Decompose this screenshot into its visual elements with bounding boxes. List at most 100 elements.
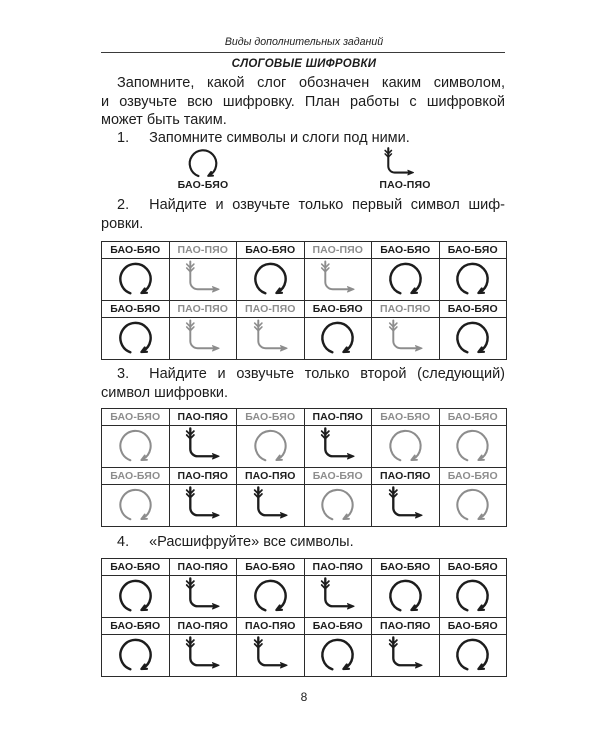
text-line: 2. Найдите и озвучьте только первый симво…: [101, 196, 505, 215]
circle-arrow-icon: [321, 321, 355, 354]
elbow-arrow-cell: [371, 634, 440, 677]
syllable-label-cell: ПАО-ПЯО: [236, 467, 305, 485]
circle-arrow-icon: [388, 579, 422, 612]
elbow-arrow-icon: [185, 577, 221, 611]
circle-arrow-icon: [388, 429, 422, 462]
syllable-label-cell: БАО-БЯО: [371, 408, 440, 426]
syllable-label-cell: БАО-БЯО: [438, 558, 507, 576]
circle-arrow-cell: [101, 425, 170, 468]
elbow-arrow-icon: [320, 577, 356, 611]
elbow-arrow-icon: [388, 486, 424, 520]
elbow-arrow-cell: [303, 575, 372, 618]
syllable-label-cell: ПАО-ПЯО: [168, 558, 237, 576]
running-head-rule: [101, 51, 505, 53]
item-number: 4.: [117, 534, 130, 550]
syllable-label-cell: ПАО-ПЯО: [168, 467, 237, 485]
elbow-arrow-icon: [388, 319, 424, 353]
circle-arrow-cell: [303, 484, 372, 527]
elbow-arrow-cell: [168, 317, 237, 360]
syllable-label-cell: БАО-БЯО: [438, 300, 507, 318]
syllable-label-cell: БАО-БЯО: [438, 408, 507, 426]
circle-arrow-cell: [101, 575, 170, 618]
item-number: 3.: [117, 366, 130, 382]
circle-arrow-icon: [456, 429, 490, 462]
text-line: 1.Запомните символы и слоги под ними.: [101, 129, 505, 148]
text-line: и озвучьте всю шифровку. План работы с ш…: [101, 93, 505, 110]
elbow-arrow-icon: [185, 427, 221, 461]
elbow-arrow-icon: [253, 319, 289, 353]
text-line: 4. «Расшифруйте» все символы.: [101, 533, 505, 552]
syllable-label-cell: ПАО-ПЯО: [371, 617, 440, 635]
elbow-arrow-icon: [253, 636, 289, 670]
legend-circle-arrow: БАО-БЯО: [158, 146, 248, 191]
circle-arrow-cell: [236, 425, 305, 468]
syllable-label-cell: ПАО-ПЯО: [303, 408, 372, 426]
syllable-label-cell: БАО-БЯО: [236, 241, 305, 259]
circle-arrow-icon: [188, 149, 218, 178]
elbow-arrow-icon: [320, 427, 356, 461]
circle-arrow-cell: [438, 317, 507, 360]
syllable-label-cell: ПАО-ПЯО: [168, 617, 237, 635]
item-text: «Расшифруйте» все символы.: [149, 534, 354, 550]
elbow-arrow-icon: [388, 636, 424, 670]
circle-arrow-icon: [118, 262, 152, 295]
circle-arrow-cell: [438, 425, 507, 468]
item-1-heading: 1.Запомните символы и слоги под ними.: [101, 129, 505, 148]
syllable-label-cell: БАО-БЯО: [101, 558, 170, 576]
elbow-arrow-icon: [185, 636, 221, 670]
legend-elbow-arrow: ПАО-ПЯО: [360, 146, 450, 191]
syllable-label-cell: БАО-БЯО: [303, 467, 372, 485]
circle-arrow-icon: [456, 488, 490, 521]
circle-arrow-cell: [101, 634, 170, 677]
elbow-arrow-cell: [168, 634, 237, 677]
circle-arrow-icon: [118, 488, 152, 521]
text-line: 3.Найдите и озвучьте только второй (след…: [101, 365, 505, 384]
syllable-label-cell: ПАО-ПЯО: [168, 408, 237, 426]
circle-arrow-cell: [236, 575, 305, 618]
elbow-arrow-cell: [303, 258, 372, 301]
item-number: 2.: [117, 197, 130, 213]
elbow-arrow-cell: [168, 425, 237, 468]
legend-label: ПАО-ПЯО: [379, 179, 431, 191]
item-text: Запомните символы и слоги под ними.: [149, 130, 410, 146]
item-2-heading: 2. Найдите и озвучьте только первый симво…: [101, 196, 505, 233]
syllable-label-cell: БАО-БЯО: [236, 558, 305, 576]
circle-arrow-icon: [118, 638, 152, 671]
circle-arrow-icon: [456, 638, 490, 671]
circle-arrow-icon: [456, 579, 490, 612]
syllable-label-cell: БАО-БЯО: [101, 467, 170, 485]
syllable-label-cell: БАО-БЯО: [101, 241, 170, 259]
circle-arrow-cell: [101, 317, 170, 360]
text-line: символ шифровки.: [101, 384, 229, 401]
running-head: Виды дополнительных заданий: [224, 36, 384, 48]
text-line: ровки.: [101, 215, 144, 232]
item-text: Найдите и озвучьте только первый символ …: [149, 197, 505, 213]
syllable-label-cell: БАО-БЯО: [371, 558, 440, 576]
syllable-label-cell: БАО-БЯО: [236, 408, 305, 426]
circle-arrow-cell: [371, 258, 440, 301]
syllable-label-cell: ПАО-ПЯО: [236, 300, 305, 318]
elbow-arrow-icon: [253, 486, 289, 520]
circle-arrow-icon: [456, 262, 490, 295]
syllable-label-cell: БАО-БЯО: [303, 617, 372, 635]
elbow-arrow-cell: [371, 484, 440, 527]
circle-arrow-cell: [303, 317, 372, 360]
page-title: СЛОГОВЫЕ ШИФРОВКИ: [231, 58, 377, 70]
elbow-arrow-icon: [320, 260, 356, 294]
elbow-arrow-icon: [185, 319, 221, 353]
circle-arrow-cell: [101, 258, 170, 301]
elbow-arrow-cell: [236, 634, 305, 677]
circle-arrow-icon: [253, 429, 287, 462]
syllable-label-cell: ПАО-ПЯО: [303, 241, 372, 259]
circle-arrow-cell: [303, 634, 372, 677]
circle-arrow-cell: [438, 575, 507, 618]
text-line: может быть таким.: [101, 112, 227, 129]
syllable-label-cell: БАО-БЯО: [101, 617, 170, 635]
symbol-legend: БАО-БЯО ПАО-ПЯО: [101, 146, 507, 196]
elbow-arrow-icon: [185, 486, 221, 520]
syllable-label-cell: ПАО-ПЯО: [371, 300, 440, 318]
